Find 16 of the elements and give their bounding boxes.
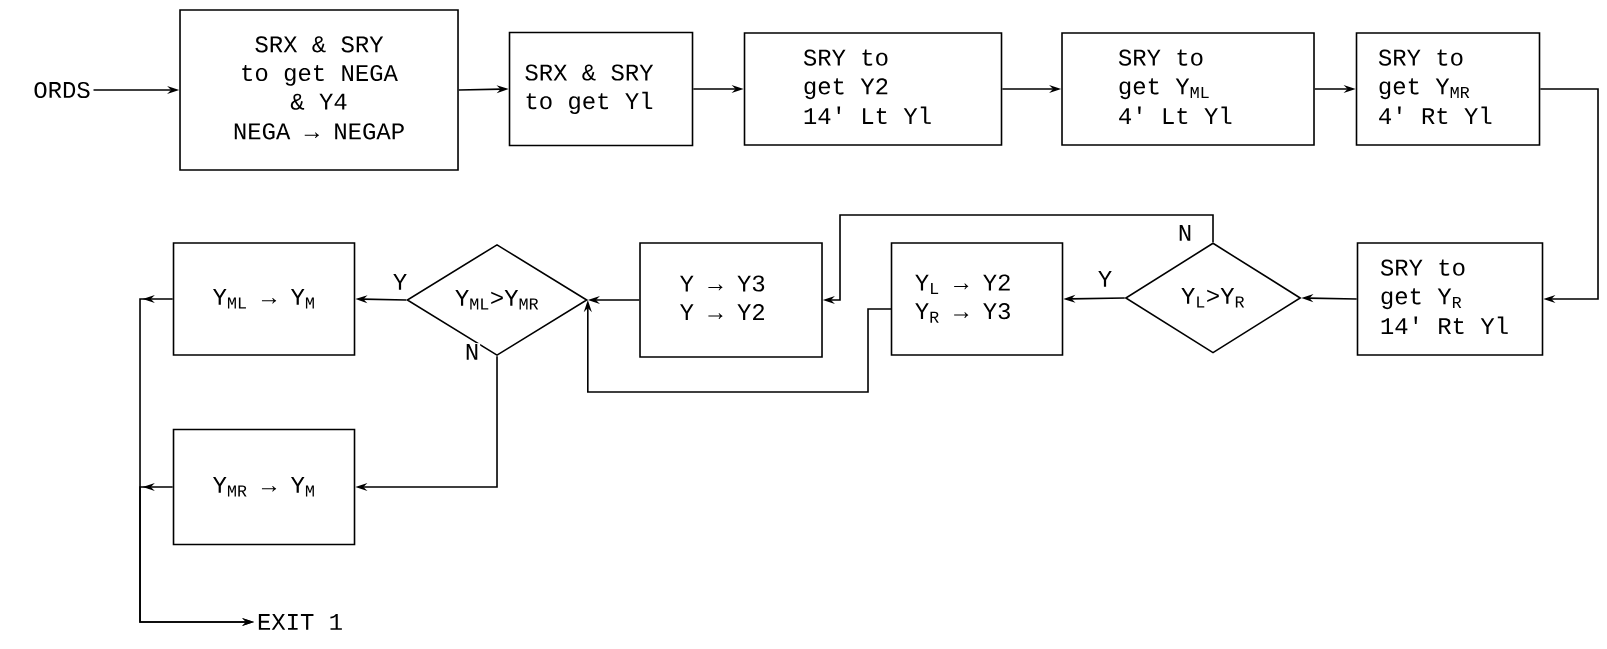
- process-box: Y$_{ML}$ → Y$_{M}$: [172, 242, 356, 356]
- process-box: SRY to get Y2 14′ Lt Yl: [743, 32, 1003, 146]
- flow-arrow: [1539, 88, 1599, 304]
- process-box: SRX & SRY to get Yl: [508, 31, 694, 147]
- terminal-label: ORDS: [34, 81, 90, 99]
- edge-label: N: [463, 343, 481, 361]
- process-box: SRY to get Y$_{MR}$ 4′ Rt Yl: [1355, 32, 1541, 146]
- edge-label: Y: [1096, 270, 1114, 288]
- process-box: SRY to get Y$_{R}$ 14′ Rt Yl: [1356, 242, 1544, 356]
- process-box: SRX & SRY to get NEGA & Y4 NEGA → NEGAP: [179, 9, 459, 171]
- terminal-label: EXIT 1: [258, 614, 342, 630]
- process-box: Y → Y3 Y → Y2: [639, 242, 823, 358]
- process-box: Y$_{L}$ → Y2 Y$_{R}$ → Y3: [890, 242, 1064, 356]
- process-box: SRY to get Y$_{ML}$ 4′ Lt Yl: [1061, 32, 1315, 146]
- edge-label: N: [1176, 224, 1194, 242]
- process-box: Y$_{MR}$ → Y$_{M}$: [172, 428, 356, 546]
